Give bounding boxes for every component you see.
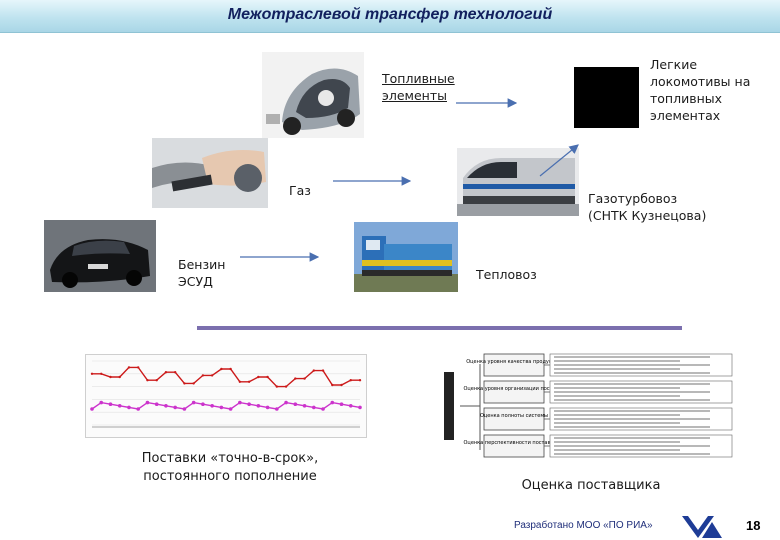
chart-series-1-point	[220, 367, 223, 371]
chart-series-2-point	[90, 407, 94, 411]
chart-series-1-point	[127, 366, 131, 369]
chart-series-1-point	[247, 380, 251, 383]
chart-series-1-point	[275, 385, 279, 388]
chart-series-1-point	[155, 379, 158, 382]
chart-series-2-point	[154, 402, 159, 406]
chart-series-2-point	[339, 402, 344, 406]
petrol-label: Бензин ЭСУД	[178, 257, 226, 289]
chart-series-2-point	[191, 400, 196, 405]
chart-series-2-point	[302, 404, 307, 408]
car-image	[44, 220, 156, 292]
chart-series-1-point	[229, 367, 232, 371]
supplier-criterion-box	[483, 380, 545, 404]
section-divider	[197, 326, 682, 330]
chart-series-2-point	[321, 407, 325, 411]
chart-series-2-point	[311, 405, 316, 410]
chart-series-1-point	[109, 375, 112, 379]
fuel-cell-car-image	[262, 52, 364, 138]
chart-series-2-point	[293, 402, 298, 406]
chart-series-1-point	[201, 374, 205, 377]
chart-series-1-point	[358, 379, 362, 382]
chart-series-1-point	[349, 379, 352, 382]
chart-series-2-point	[348, 404, 353, 408]
chart-series-2-point	[247, 402, 251, 406]
chart-series-2-point	[136, 407, 141, 411]
developer-credit: Разработано МОО «ПО РИА»	[514, 520, 653, 531]
chart-series-1-point	[284, 385, 288, 388]
chart-series-1-point	[312, 369, 315, 372]
chart-series-1-point	[173, 371, 177, 374]
chart-series-1-point	[164, 371, 168, 374]
supplier-criterion-box	[483, 434, 545, 458]
chart-series-1-point	[266, 375, 269, 379]
chart-series-2-point	[173, 405, 177, 410]
chart-series-1-point	[238, 380, 242, 383]
chart-series-2-point	[164, 404, 168, 408]
chart-series-1-point	[137, 366, 140, 369]
fuel-cells-label: Топливные элементы	[382, 71, 455, 103]
gas-label: Газ	[289, 183, 311, 198]
chart-series-1-point	[257, 375, 260, 379]
chart-series-2-point	[117, 404, 122, 408]
chart-series-2-point	[201, 402, 205, 406]
chart-series-2-point	[265, 405, 270, 410]
company-logo	[682, 516, 722, 538]
page-number: 18	[746, 518, 761, 533]
chart-series-1-point	[90, 372, 94, 375]
chart-series-1-point	[340, 383, 343, 387]
chart-series-2-point	[182, 407, 187, 411]
chart-series-1-point	[303, 377, 306, 380]
light-locomotive-image	[574, 67, 639, 128]
chart-series-2-point	[238, 400, 242, 405]
chart-series-2-line	[91, 401, 361, 410]
chart-series-2-point	[99, 400, 104, 405]
chart-series-2-point	[127, 405, 131, 410]
chart-series-1-point	[118, 375, 121, 379]
chart-series-2-point	[219, 405, 224, 410]
chart-series-2-point	[284, 400, 288, 405]
chart-series-2-point	[108, 402, 113, 406]
supplier-criterion-label: Оценка уровня организации поставок	[463, 386, 564, 392]
chart-series-1-point	[183, 382, 186, 385]
title-bar	[0, 0, 780, 33]
supplier-criterion-label: Оценка уровня качества продукции	[466, 359, 562, 365]
chart-series-2-point	[228, 407, 233, 411]
light-locomotive-label: Легкие локомотивы на топливных элементах	[650, 57, 751, 123]
chart-series-1-line	[92, 366, 360, 388]
chart-series-1-point	[331, 383, 334, 387]
diesel-locomotive-label: Тепловоз	[476, 267, 537, 282]
supplier-criterion-label: Оценка перспективности поставщика	[464, 440, 565, 446]
just-in-time-caption: Поставки «точно-в-срок», постоянного поп…	[141, 451, 319, 484]
gas-turbine-locomotive-label: Газотурбовоз (СНТК Кузнецова)	[588, 191, 707, 223]
chart-series-2-point	[330, 400, 335, 405]
chart-series-2-point	[256, 404, 261, 408]
chart-series-2-point	[210, 404, 214, 408]
supplier-criterion-box	[483, 353, 545, 377]
diesel-locomotive-image	[354, 222, 458, 292]
fuel-nozzle-image	[152, 138, 268, 208]
chart-series-2-point	[275, 407, 279, 411]
chart-series-1-point	[321, 369, 325, 372]
supplier-criterion-label: Оценка полноты системы	[480, 413, 548, 419]
chart-series-1-point	[100, 372, 103, 375]
chart-series-2-point	[358, 405, 362, 410]
gas-turbine-locomotive-image	[457, 148, 579, 216]
gas-turbine-to-light-arrow	[539, 144, 579, 177]
chart-series-1-point	[146, 379, 149, 382]
supplier-criterion-box	[483, 407, 545, 431]
chart-series-1-point	[294, 377, 297, 380]
slide-title: Межотраслевой трансфер технологий	[227, 6, 553, 23]
deliveries-chart	[85, 354, 367, 438]
chart-series-1-point	[210, 374, 214, 377]
chart-series-2-point	[145, 400, 150, 405]
supplier-rating-caption: Оценка поставщика	[521, 478, 661, 493]
chart-series-1-point	[192, 382, 195, 385]
